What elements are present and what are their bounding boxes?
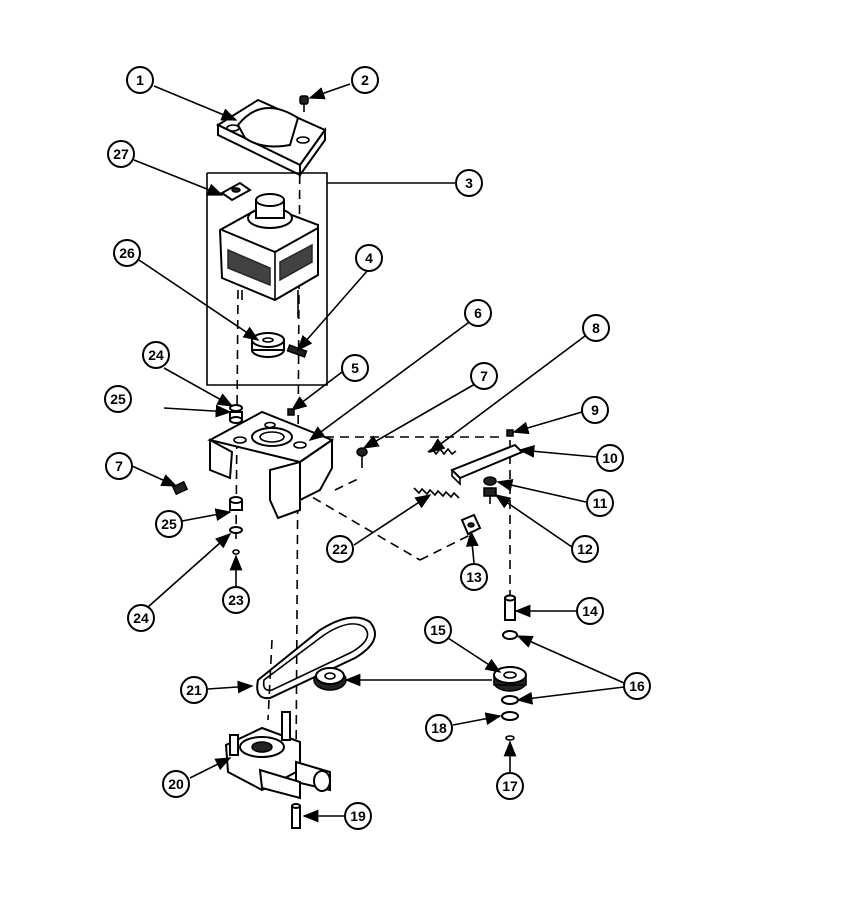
callout-26: 26 [113, 239, 141, 267]
callout-20: 20 [162, 770, 190, 798]
callout-10: 10 [596, 444, 624, 472]
part-bolt-19 [291, 803, 301, 829]
svg-text:19: 19 [350, 808, 366, 824]
svg-text:24: 24 [148, 347, 164, 363]
part-base-bracket [207, 410, 335, 520]
svg-text:26: 26 [119, 245, 135, 261]
part-idler-pulley [493, 630, 527, 741]
callout-24-top: 24 [142, 341, 170, 369]
callout-3: 3 [455, 169, 483, 197]
part-washers-24-25 [229, 404, 243, 555]
svg-text:13: 13 [466, 569, 482, 585]
callout-8: 8 [582, 314, 610, 342]
callout-1: 1 [126, 66, 154, 94]
svg-text:21: 21 [186, 682, 202, 698]
callout-5: 5 [341, 354, 369, 382]
callout-6: 6 [464, 299, 492, 327]
callout-25-top: 25 [104, 385, 132, 413]
svg-text:25: 25 [110, 391, 126, 407]
svg-text:7: 7 [480, 368, 488, 384]
part-pulley-26 [251, 332, 285, 358]
part-spring-22 [413, 487, 460, 499]
svg-text:5: 5 [351, 360, 359, 376]
svg-text:27: 27 [113, 146, 129, 162]
svg-text:3: 3 [465, 175, 473, 191]
callout-14: 14 [576, 597, 604, 625]
callout-4: 4 [355, 244, 383, 272]
part-key-4 [286, 344, 308, 358]
callout-23: 23 [222, 586, 250, 614]
callout-15: 15 [424, 616, 452, 644]
svg-text:9: 9 [591, 402, 599, 418]
svg-text:8: 8 [592, 320, 600, 336]
part-screw-2 [299, 95, 309, 112]
callout-17: 17 [496, 772, 524, 800]
part-belt-21 [256, 616, 376, 700]
svg-text:2: 2 [361, 72, 369, 88]
svg-text:25: 25 [161, 516, 177, 532]
part-nut-11-bolt-12 [483, 476, 497, 504]
part-cover [215, 98, 327, 179]
svg-text:15: 15 [430, 622, 446, 638]
callout-19: 19 [344, 802, 372, 830]
svg-text:20: 20 [168, 776, 184, 792]
part-screw-9 [506, 429, 514, 437]
callout-11: 11 [586, 489, 614, 517]
svg-text:18: 18 [431, 720, 447, 736]
part-clamp-13 [460, 513, 482, 536]
callout-24-bottom: 24 [127, 604, 155, 632]
callout-25-bottom: 25 [155, 510, 183, 538]
callout-27: 27 [107, 140, 135, 168]
callout-13: 13 [460, 563, 488, 591]
part-bolt-7-right [356, 447, 368, 468]
svg-text:17: 17 [502, 778, 518, 794]
svg-text:22: 22 [332, 541, 348, 557]
part-motor-box [206, 172, 328, 386]
callout-9: 9 [581, 396, 609, 424]
svg-text:11: 11 [593, 495, 608, 511]
part-pump-20 [224, 711, 331, 800]
leader-lines [131, 83, 625, 823]
svg-text:24: 24 [133, 610, 149, 626]
callout-16-a: 16 [623, 672, 651, 700]
callout-12: 12 [571, 535, 599, 563]
svg-text:1: 1 [136, 72, 144, 88]
callout-7-right: 7 [470, 362, 498, 390]
svg-text:12: 12 [577, 541, 593, 557]
svg-text:6: 6 [474, 305, 482, 321]
callout-18: 18 [425, 714, 453, 742]
svg-text:4: 4 [365, 250, 373, 266]
part-shaft-14 [504, 594, 516, 621]
svg-text:10: 10 [602, 450, 618, 466]
callout-21: 21 [180, 676, 208, 704]
part-drive-pulley [313, 667, 347, 691]
svg-text:16: 16 [629, 678, 645, 694]
svg-text:7: 7 [115, 458, 123, 474]
callout-2: 2 [351, 66, 379, 94]
part-clip-27 [220, 181, 252, 202]
part-bolt-7-left [171, 480, 189, 496]
svg-text:14: 14 [582, 603, 598, 619]
svg-text:23: 23 [228, 592, 244, 608]
part-motor [218, 193, 319, 318]
callout-22: 22 [326, 535, 354, 563]
callout-7-left: 7 [105, 452, 133, 480]
